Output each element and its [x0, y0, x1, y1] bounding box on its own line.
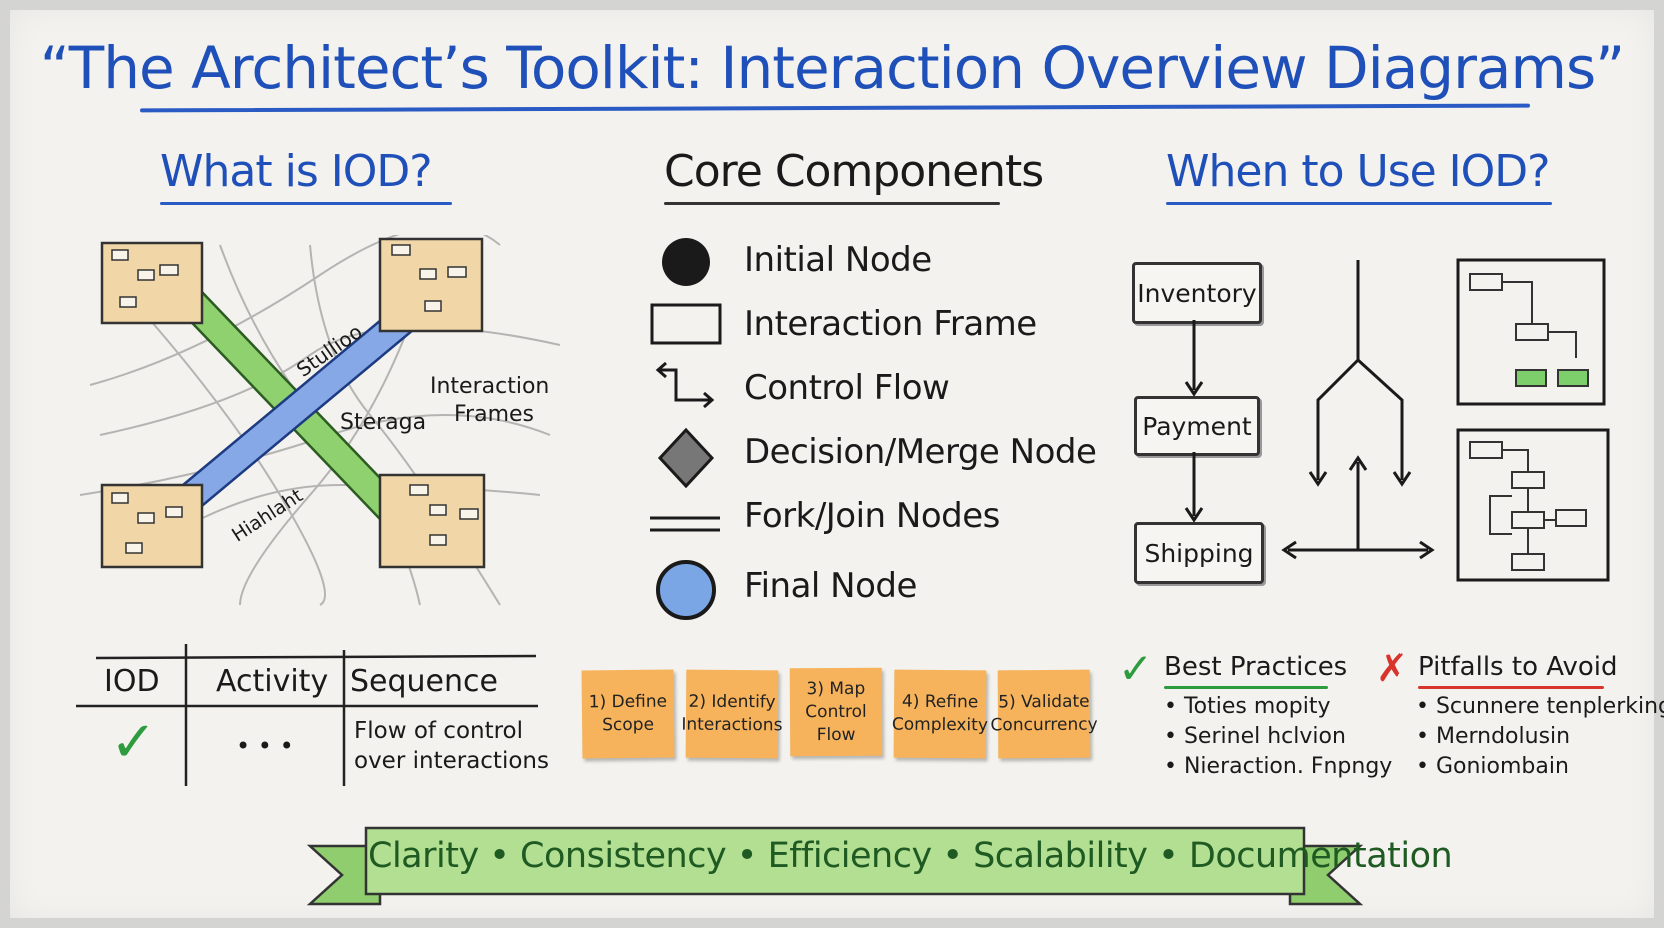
iod-sketch	[80, 235, 561, 606]
cross-icon: ✗	[1376, 646, 1408, 690]
sketch-label: Steraga	[340, 410, 427, 435]
banner-text: Clarity • Consistency • Efficiency • Sca…	[368, 836, 1453, 876]
step-line: 1) Define	[588, 691, 668, 713]
step-line: 3) Map	[806, 678, 866, 699]
title-underline	[139, 103, 1531, 113]
table-header-activity: Activity	[216, 664, 329, 699]
component-label: Fork/Join Nodes	[744, 496, 1000, 536]
component-label: Final Node	[744, 566, 917, 606]
heading-core-components: Core Components	[664, 146, 1044, 197]
component-label: Control Flow	[744, 368, 950, 408]
flow-box-label: Shipping	[1144, 538, 1254, 568]
step-line: Complexity	[891, 714, 989, 736]
sketch-label: Frames	[454, 402, 535, 427]
component-label: Initial Node	[744, 240, 932, 280]
pitfall-item: • Merndolusin	[1416, 724, 1571, 749]
component-icons	[650, 238, 722, 620]
final-node-icon	[656, 560, 716, 620]
table-header-sequence: Sequence	[350, 664, 498, 699]
heading-underline	[664, 202, 1000, 205]
heading-what-is-iod: What is IOD?	[160, 146, 433, 197]
sequence-note-line2: over interactions	[354, 748, 549, 774]
best-practice-item: • Nieraction. Fnpngy	[1164, 754, 1393, 779]
check-icon: ✓	[110, 710, 157, 775]
step-line: Scope	[602, 714, 655, 736]
flow-box-label: Inventory	[1137, 278, 1257, 308]
best-practice-item: • Toties mopity	[1164, 694, 1331, 719]
heading-underline	[1166, 202, 1552, 205]
pitfalls-underline	[1418, 686, 1604, 689]
best-practices-underline	[1164, 686, 1328, 689]
ribbon-banner	[306, 826, 1364, 906]
component-label: Decision/Merge Node	[744, 432, 1097, 472]
flow-box-shipping: Shipping	[1134, 522, 1264, 584]
step-line: 2) Identify	[688, 691, 776, 713]
best-practice-item: • Serinel hclvion	[1164, 724, 1346, 749]
flow-box-inventory: Inventory	[1132, 262, 1262, 324]
interaction-frame-icon	[650, 303, 722, 345]
check-icon: ✓	[1118, 644, 1154, 693]
step-line: Concurrency	[990, 714, 1098, 736]
control-flow-icon	[655, 361, 715, 409]
page-title: “The Architect’s Toolkit: Interaction Ov…	[39, 34, 1625, 102]
when-to-use-diagram	[1184, 258, 1610, 582]
sequence-note-line1: Flow of control	[354, 718, 524, 744]
step-line: Interactions	[681, 714, 783, 736]
step-line: 5) Validate	[998, 691, 1090, 713]
best-practices-title: Best Practices	[1164, 652, 1348, 682]
step-line: 4) Refine	[901, 691, 979, 713]
decision-merge-icon	[657, 427, 715, 489]
step-line: Control Flow	[805, 701, 867, 745]
table-header-iod: IOD	[104, 664, 160, 699]
sketch-label: Interaction	[430, 374, 550, 399]
pitfalls-title: Pitfalls to Avoid	[1418, 652, 1618, 682]
component-label: Interaction Frame	[744, 304, 1037, 344]
ellipsis: • • •	[236, 732, 294, 760]
flow-box-label: Payment	[1142, 411, 1252, 441]
heading-when-to-use: When to Use IOD?	[1166, 146, 1551, 197]
pitfall-item: • Goniombain	[1416, 754, 1569, 779]
initial-node-icon	[662, 238, 710, 286]
fork-join-icon	[650, 516, 720, 532]
comparison-table-lines	[76, 644, 538, 786]
pitfall-item: • Scunnere tenplerking	[1416, 694, 1664, 719]
flow-box-payment: Payment	[1134, 396, 1260, 456]
heading-underline	[160, 202, 452, 205]
